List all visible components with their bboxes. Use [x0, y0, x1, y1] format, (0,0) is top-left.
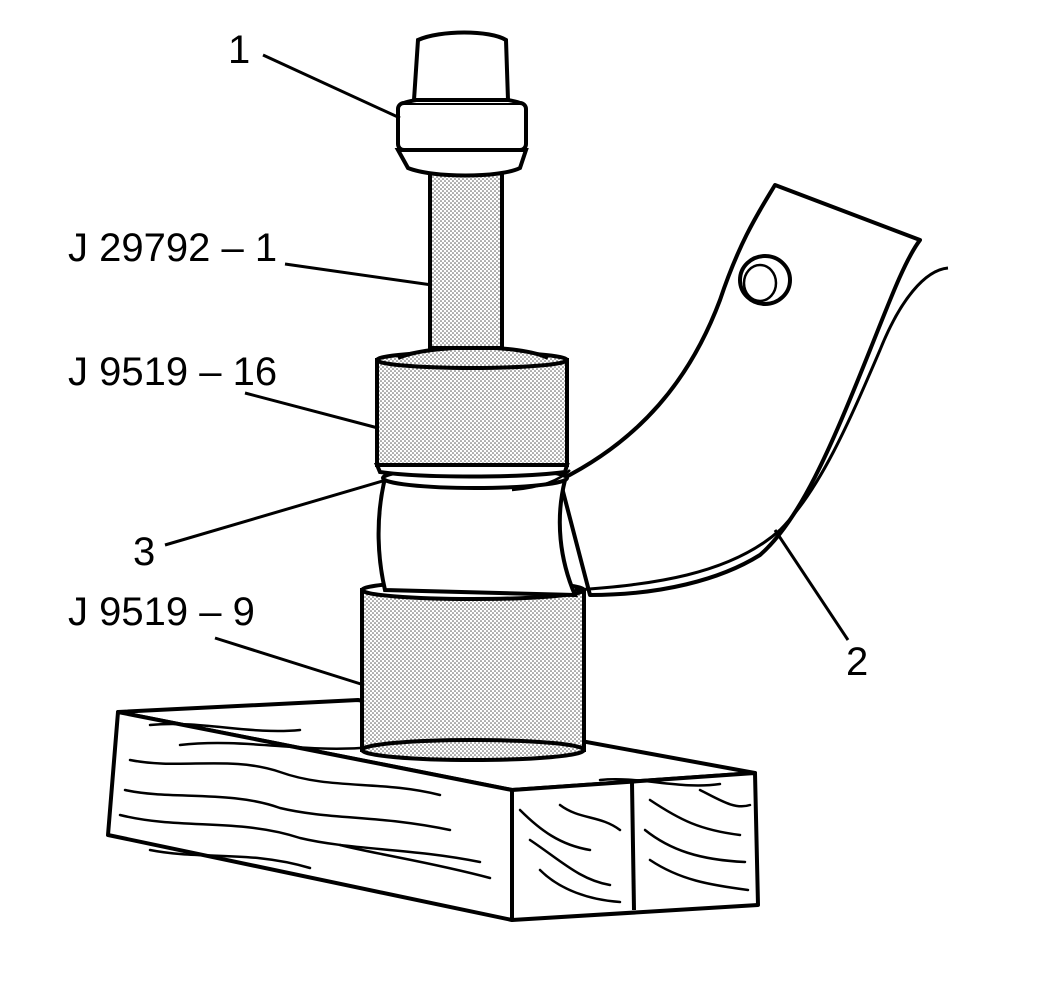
stabilizer-bar: [558, 183, 949, 597]
leader-j9519-9: [214, 636, 365, 687]
callout-j29792-1: J 29792 – 1: [68, 226, 278, 270]
receiver-j9519-16: [373, 345, 570, 479]
callout-j9519-16: J 9519 – 16: [68, 350, 278, 394]
callout-3: 3: [133, 530, 156, 574]
bushing: [376, 466, 579, 598]
forcing-screw-j29792-1: [394, 30, 529, 350]
callout-2: 2: [846, 640, 869, 684]
leader-lines: [164, 53, 850, 687]
callout-1: 1: [228, 28, 251, 72]
callout-j9519-9: J 9519 – 9: [68, 590, 255, 634]
leader-3: [164, 478, 387, 547]
leader-2: [773, 529, 850, 641]
wood-grain: [118, 722, 752, 904]
leader-1: [262, 53, 401, 120]
receiver-j9519-9: [360, 579, 586, 762]
leader-j9519-16: [244, 391, 379, 430]
leader-j29792-1: [284, 262, 433, 287]
